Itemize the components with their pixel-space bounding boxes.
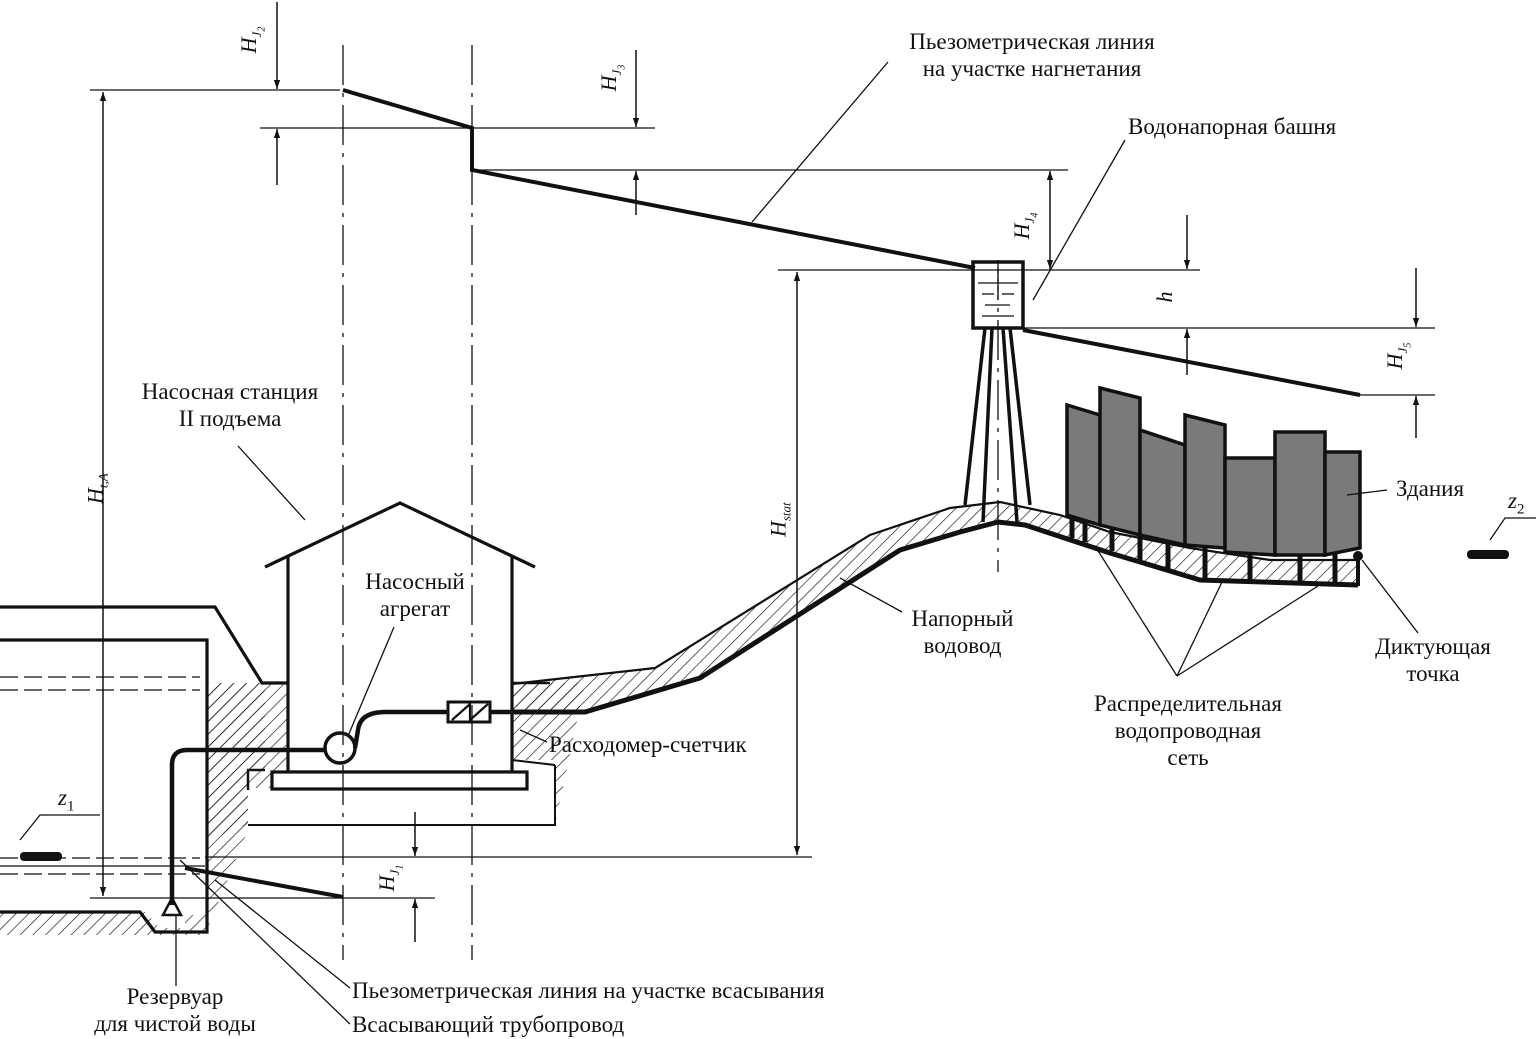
dim-subscript: J bbox=[609, 69, 625, 76]
dim-label-htA: Ht,A bbox=[82, 444, 111, 534]
dim-index: 3 bbox=[616, 64, 628, 70]
dim-subscript: J bbox=[249, 31, 265, 38]
suction-pipe bbox=[169, 747, 328, 905]
label-flowmeter: Расходомер-счетчик bbox=[549, 732, 747, 757]
level-letter: z bbox=[58, 785, 67, 810]
dim-letter: H bbox=[1009, 223, 1035, 240]
dim-label-h: h bbox=[1152, 277, 1178, 317]
axis-lines bbox=[342, 45, 999, 960]
dimension-lines bbox=[99, 2, 1420, 942]
dim-index: 4 bbox=[1029, 212, 1041, 218]
dim-letter: H bbox=[765, 521, 791, 538]
level-marker-z2 bbox=[1467, 517, 1536, 559]
label-line: водопроводная bbox=[1114, 718, 1262, 743]
dim-subscript: J bbox=[387, 869, 403, 876]
level-index: 2 bbox=[1516, 501, 1525, 518]
dim-subscript: J bbox=[1022, 217, 1038, 224]
level-label-z1: z1 bbox=[58, 785, 74, 816]
label-water-tower: Водонапорная башня bbox=[1128, 114, 1337, 139]
label-line: Насосная станция bbox=[141, 379, 319, 404]
label-reservoir: Резервуар для чистой воды bbox=[60, 983, 290, 1037]
dim-letter: h bbox=[1152, 291, 1177, 303]
dictating-point-icon bbox=[1353, 551, 1363, 561]
label-pump-unit: Насосный агрегат bbox=[355, 568, 475, 622]
label-line: Распределительная bbox=[1094, 691, 1282, 716]
buildings bbox=[1065, 385, 1362, 558]
label-line: Резервуар bbox=[126, 984, 224, 1009]
label-line: Диктующая bbox=[1375, 634, 1491, 659]
level-marker-z1 bbox=[19, 814, 100, 861]
ground-hatching bbox=[0, 683, 585, 935]
dim-letter: H bbox=[236, 37, 262, 54]
flowmeter-icon bbox=[446, 700, 492, 724]
dim-label-hj5: HJ5 bbox=[1382, 326, 1414, 386]
discharge-pipe-station bbox=[352, 709, 512, 749]
label-line: II подъема bbox=[178, 406, 282, 431]
dim-subscript: J bbox=[1395, 347, 1411, 354]
dim-subscript: t,A bbox=[95, 473, 111, 489]
label-line: Напорный bbox=[911, 606, 1014, 631]
extension-lines bbox=[90, 89, 1435, 899]
dim-subscript: stat bbox=[778, 502, 794, 522]
label-line: Пьезометрическая линия bbox=[909, 29, 1155, 54]
label-line: на участке нагнетания bbox=[922, 56, 1142, 81]
label-suction-pipe: Всасывающий трубопровод bbox=[352, 1012, 625, 1037]
label-piezometric-discharge: Пьезометрическая линия на участке нагнет… bbox=[882, 28, 1182, 82]
dim-letter: H bbox=[596, 75, 622, 92]
pump-icon bbox=[323, 731, 357, 765]
label-line: Насосный bbox=[365, 569, 465, 594]
dim-index: 5 bbox=[1402, 342, 1414, 348]
label-line: точка bbox=[1406, 661, 1460, 686]
dim-label-hj3: HJ3 bbox=[596, 48, 628, 108]
suction-intake bbox=[160, 895, 184, 917]
dim-label-hj2: HJ2 bbox=[236, 10, 268, 70]
label-line: для чистой воды bbox=[94, 1011, 256, 1036]
level-label-z2: z2 bbox=[1508, 488, 1524, 519]
level-letter: z bbox=[1508, 488, 1517, 513]
label-piezometric-suction: Пьезометрическая линия на участке всасыв… bbox=[352, 978, 825, 1003]
dim-letter: H bbox=[374, 875, 400, 892]
label-buildings: Здания bbox=[1396, 476, 1465, 501]
dim-letter: H bbox=[1382, 353, 1408, 370]
dim-label-hstat: Hstat bbox=[765, 475, 794, 565]
label-pump-station: Насосная станция II подъема bbox=[120, 378, 340, 432]
leader-lines bbox=[175, 61, 1419, 1025]
piezometric-lines bbox=[184, 88, 1361, 899]
dim-index: 1 bbox=[394, 864, 406, 870]
label-distribution-network: Распределительная водопроводная сеть bbox=[1068, 690, 1308, 771]
ground-surface bbox=[246, 681, 556, 826]
label-line: агрегат bbox=[379, 596, 451, 621]
dim-label-hj4: HJ4 bbox=[1009, 196, 1041, 256]
label-line: водовод bbox=[923, 633, 1002, 658]
dim-letter: H bbox=[82, 488, 108, 505]
dim-label-hj1: HJ1 bbox=[374, 848, 406, 908]
level-index: 1 bbox=[66, 798, 75, 815]
dim-index: 2 bbox=[256, 26, 268, 32]
pump-station bbox=[264, 501, 536, 791]
label-pressure-main: Напорный водовод bbox=[900, 605, 1025, 659]
label-line: сеть bbox=[1167, 745, 1209, 770]
label-dictating-point: Диктующая точка bbox=[1368, 633, 1498, 687]
